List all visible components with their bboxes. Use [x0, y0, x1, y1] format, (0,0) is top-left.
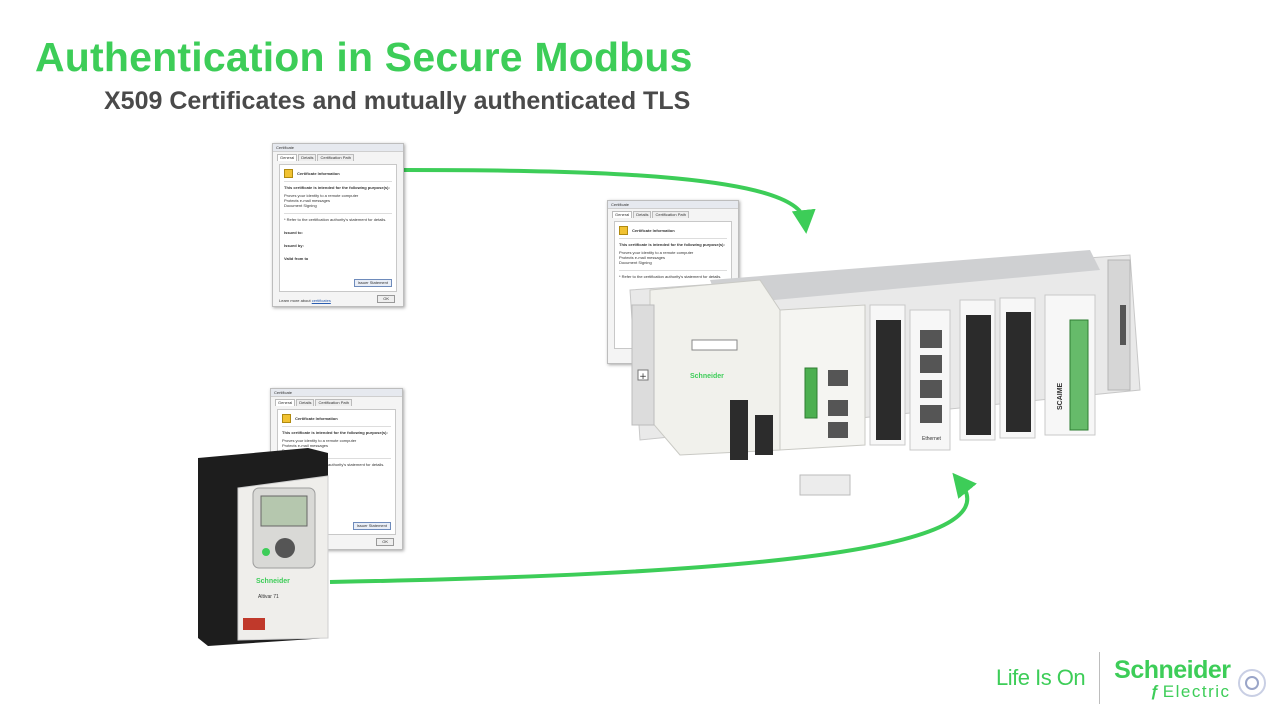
plc-brand-label: Schneider	[690, 373, 724, 380]
certificate-heading: Certificate Information	[295, 416, 338, 421]
company-name-top: Schneider	[1114, 655, 1231, 684]
tab-details[interactable]: Details	[296, 399, 315, 406]
purpose-intro: This certificate is intended for the fol…	[619, 242, 725, 247]
issued-by-label: Issued by:	[284, 243, 304, 248]
certificate-icon	[619, 226, 628, 235]
tab-general[interactable]: General	[277, 154, 298, 161]
issued-to-label: Issued to:	[284, 230, 303, 235]
purpose-intro: This certificate is intended for the fol…	[282, 430, 388, 435]
certificate-icon	[282, 414, 291, 423]
tab-details[interactable]: Details	[633, 211, 652, 218]
slide-subtitle: X509 Certificates and mutually authentic…	[104, 87, 691, 115]
purpose-item: Protects e-mail messages	[619, 255, 666, 260]
svg-text:+: +	[639, 372, 647, 382]
tab-general[interactable]: General	[612, 211, 633, 218]
ok-button[interactable]: OK	[376, 538, 394, 546]
plc-ethernet-label: Ethernet	[922, 436, 942, 442]
drive-brand-label: Schneider	[256, 578, 290, 585]
issuer-statement-button[interactable]: Issuer Statement	[353, 279, 392, 287]
learn-more-text: Learn more about	[279, 298, 311, 303]
tab-general[interactable]: General	[275, 399, 296, 406]
purpose-item: Document Signing	[619, 260, 652, 265]
certificate-heading: Certificate Information	[297, 171, 340, 176]
dialog-title: Certificate	[271, 389, 402, 397]
authority-note: * Refer to the certification authority's…	[284, 217, 387, 222]
valid-to-label: to	[304, 256, 309, 261]
slide-title: Authentication in Secure Modbus	[35, 34, 693, 80]
schneider-logo-icon: ƒ	[1150, 682, 1161, 700]
purpose-item: Proves your identity to a remote compute…	[282, 438, 357, 443]
tab-details[interactable]: Details	[298, 154, 317, 161]
purpose-item: Proves your identity to a remote compute…	[284, 193, 359, 198]
tab-certification-path[interactable]: Certification Path	[317, 154, 354, 161]
plc-illustration: + Schneider Ethernet SCAIME	[629, 250, 1141, 496]
plc-module-label: SCAIME	[1057, 382, 1064, 410]
certificate-dialog: Certificate General Details Certificatio…	[272, 143, 404, 307]
arrow-cert-to-plc	[403, 168, 816, 234]
ok-button[interactable]: OK	[377, 295, 395, 303]
issuer-statement-button[interactable]: Issuer Statement	[352, 522, 391, 530]
authority-note: * Refer to the certification authority's…	[619, 274, 722, 279]
valid-from-label: Valid from	[284, 256, 304, 261]
certificate-panel: Certificate Information This certificate…	[279, 164, 397, 292]
brand-divider	[1099, 652, 1101, 704]
authority-note: * Refer to the certification authority's…	[282, 462, 385, 467]
drive-model-label: Altivar 71	[258, 594, 279, 600]
tab-certification-path[interactable]: Certification Path	[652, 211, 689, 218]
camera-icon[interactable]	[1237, 668, 1267, 698]
learn-more-link[interactable]: certificates	[311, 298, 331, 303]
purpose-intro: This certificate is intended for the fol…	[284, 185, 390, 190]
tagline: Life Is On	[996, 665, 1086, 690]
arrow-drive-to-plc	[329, 472, 977, 584]
dialog-title: Certificate	[608, 201, 738, 209]
purpose-item: Document Signing	[284, 203, 317, 208]
certificate-icon	[284, 169, 293, 178]
purpose-item: Protects e-mail messages	[284, 198, 331, 203]
dialog-title: Certificate	[273, 144, 403, 152]
tab-certification-path[interactable]: Certification Path	[315, 399, 352, 406]
purpose-item: Protects e-mail messages	[282, 443, 329, 448]
company-name-bottom: Electric	[1162, 681, 1231, 701]
drive-illustration: Schneider Altivar 71	[198, 448, 329, 646]
purpose-item: Proves your identity to a remote compute…	[619, 250, 694, 255]
certificate-heading: Certificate Information	[632, 228, 675, 233]
